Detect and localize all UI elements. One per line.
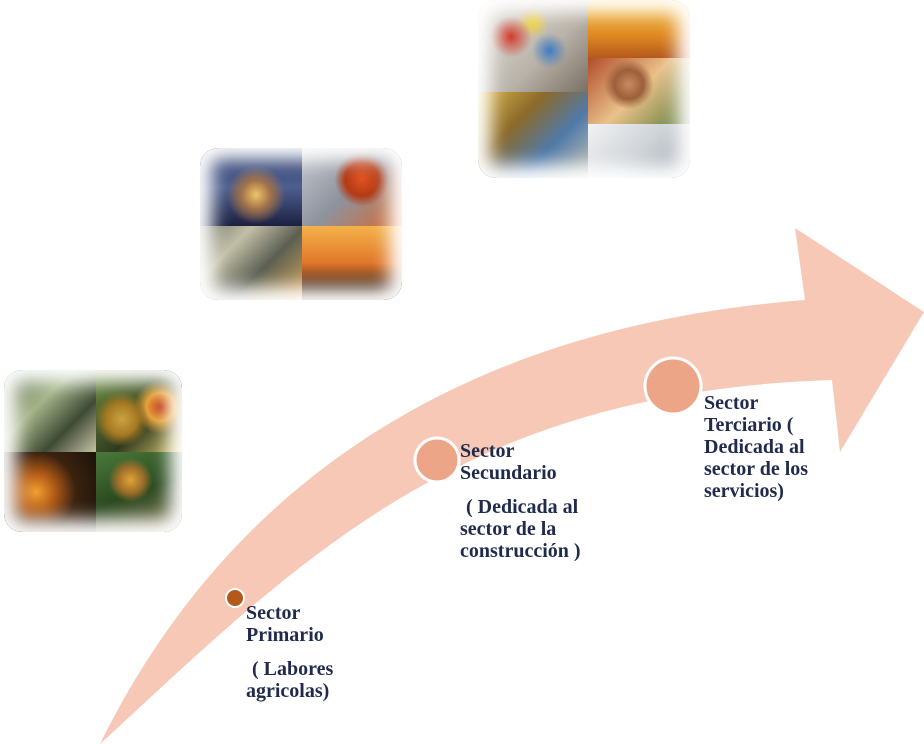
shopping-cart-photo <box>478 0 588 92</box>
primary-sector-photo-collage <box>4 370 182 532</box>
secondary-desc-line2: sector de la <box>460 518 557 540</box>
secondary-sector-label: Sector Secundario ( Dedicada al sector d… <box>460 440 581 562</box>
tertiary-title-line2: Terciario ( <box>704 414 794 436</box>
secondary-desc-line1: ( Dedicada al <box>466 496 579 518</box>
mining-photo <box>4 452 96 532</box>
marker-primary <box>225 588 245 608</box>
robot-factory-photo <box>302 148 402 226</box>
stethoscope-photo <box>588 124 690 178</box>
tertiary-title-line1: Sector <box>704 392 759 414</box>
secondary-desc-line3: construcción ) <box>460 540 581 562</box>
primary-desc-line2: agricolas) <box>246 680 330 702</box>
tertiary-desc-line3: servicios) <box>704 480 784 502</box>
tertiary-sector-photo-collage <box>478 0 690 178</box>
curved-arrow-shape <box>100 228 924 744</box>
farmer-photo <box>96 452 182 532</box>
marker-secondary <box>413 436 461 484</box>
primary-sector-label: Sector Primario ( Labores agricolas) <box>246 602 333 702</box>
primary-desc-line1: ( Labores <box>252 658 334 680</box>
airplane-photo <box>588 0 690 58</box>
secondary-sector-photo-collage <box>200 148 402 300</box>
marker-tertiary <box>643 356 703 416</box>
forestry-photo <box>4 370 96 452</box>
secondary-title-line2: Secundario <box>460 462 557 484</box>
tertiary-sector-label: Sector Terciario ( Dedicada al sector de… <box>704 392 808 502</box>
education-photo <box>588 58 690 124</box>
power-plant-photo <box>200 148 302 226</box>
tertiary-desc-line1: Dedicada al <box>704 436 805 458</box>
produce-photo <box>96 370 182 452</box>
tertiary-desc-line2: sector de los <box>704 458 809 480</box>
construction-photo <box>200 226 302 300</box>
money-photo <box>478 92 588 178</box>
primary-title-line2: Primario <box>246 624 324 646</box>
oil-pump-photo <box>302 226 402 300</box>
secondary-title-line1: Sector <box>460 440 515 462</box>
primary-title-line1: Sector <box>246 602 301 624</box>
